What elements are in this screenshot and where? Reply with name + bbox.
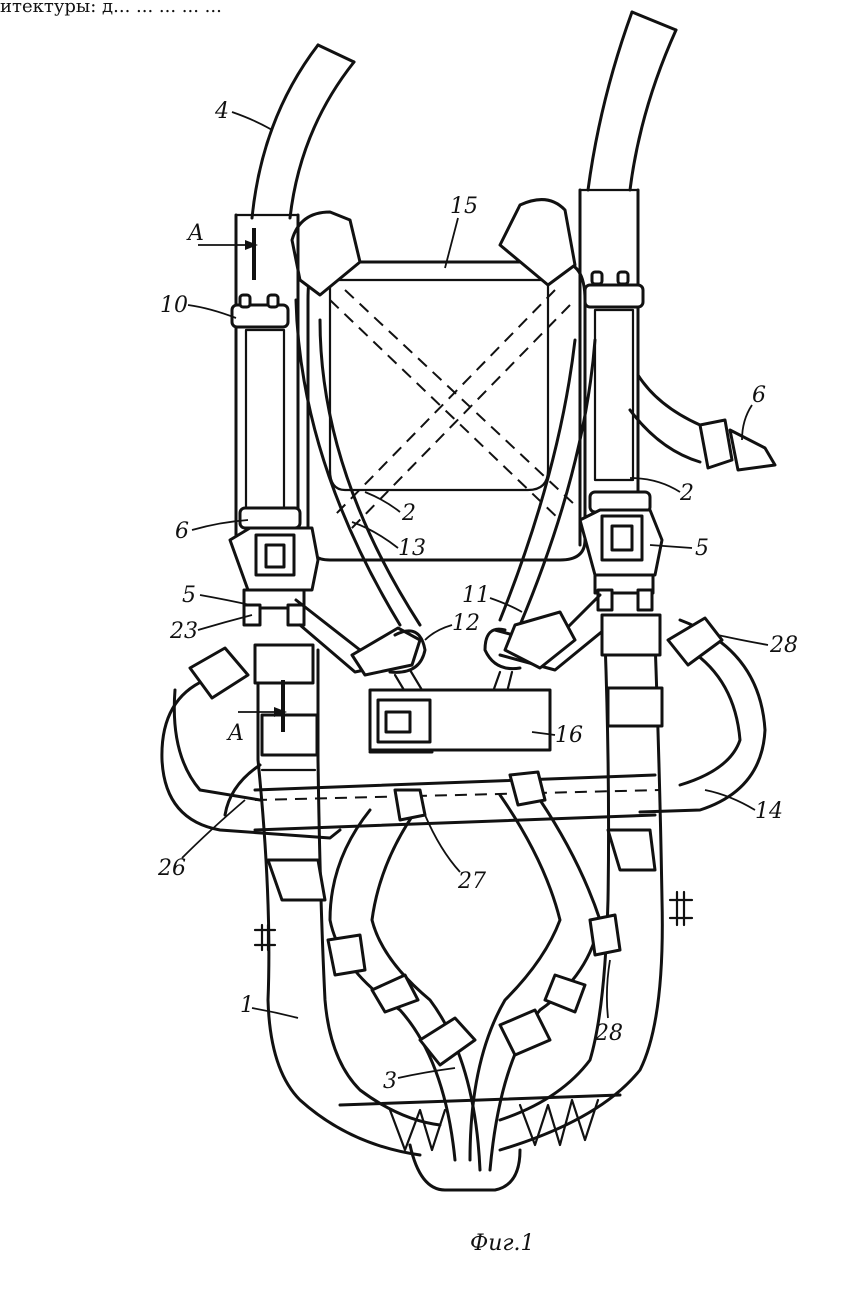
- chest-plate-16: [368, 688, 552, 754]
- label-6-left: 6: [175, 519, 189, 544]
- back-panel: [290, 198, 587, 562]
- section-marker-a-bottom: [238, 680, 287, 732]
- label-23: 23: [169, 619, 198, 644]
- label-1: 1: [240, 993, 254, 1018]
- label-11: 11: [462, 583, 490, 608]
- label-4: 4: [214, 99, 229, 124]
- label-3: 3: [383, 1069, 397, 1094]
- leg-straps-3: [326, 770, 622, 1192]
- figure-caption: Фиг.1: [470, 1231, 535, 1256]
- labels: 4 15 A 10 6 2 6 2 13 5 5 11 23 12 28 A 1…: [157, 99, 798, 1256]
- label-28-lower: 28: [594, 1021, 623, 1046]
- buckle-10-right: [583, 270, 645, 482]
- label-14: 14: [755, 799, 783, 824]
- label-2-right: 2: [679, 481, 694, 506]
- label-12: 12: [452, 611, 480, 636]
- label-15: 15: [450, 194, 478, 219]
- section-marker-a-top: [198, 228, 258, 280]
- label-13: 13: [398, 536, 426, 561]
- buckle-10-left: [230, 293, 290, 512]
- shoulder-strap-left: [234, 43, 356, 547]
- label-a-bottom: A: [226, 721, 244, 746]
- main-strap-1: [253, 613, 694, 1157]
- shoulder-strap-right: [578, 10, 678, 547]
- buckle-assembly-right: [578, 490, 664, 612]
- label-a-top: A: [186, 221, 204, 246]
- label-5-right: 5: [695, 536, 709, 561]
- label-27: 27: [457, 869, 486, 894]
- label-2-center: 2: [401, 501, 416, 526]
- seat-panel: [338, 1093, 622, 1152]
- label-28-upper: 28: [769, 633, 798, 658]
- label-5-left: 5: [182, 583, 196, 608]
- label-10: 10: [160, 293, 188, 318]
- diagonal-straps: [294, 298, 612, 702]
- buckle-assembly-left: [228, 506, 320, 627]
- label-16: 16: [555, 723, 583, 748]
- label-6-right: 6: [752, 383, 766, 408]
- label-26: 26: [157, 856, 186, 881]
- header-fragment: итектуры: д... ... ... ... ...: [0, 0, 222, 17]
